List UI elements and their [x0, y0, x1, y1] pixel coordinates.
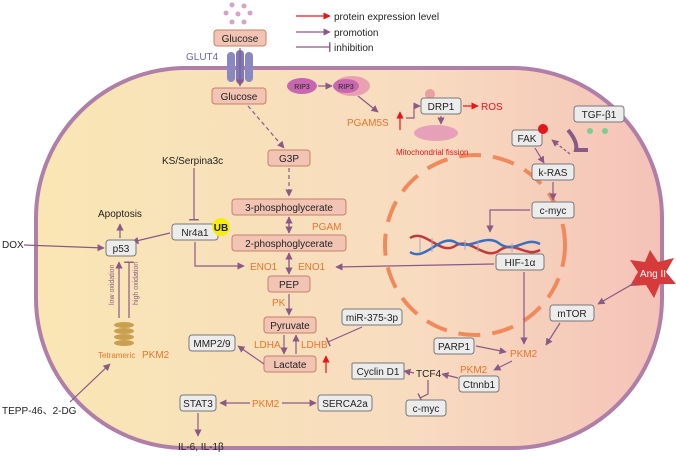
pep-label: PEP	[279, 280, 299, 291]
ubiquitin-badge	[212, 218, 230, 236]
tepp-46-2dg-label: TEPP-46、2-DG	[2, 406, 77, 417]
mitochondrial-fission-label: Mitochondrial fission	[396, 148, 468, 157]
ks-serpina3c-label: KS/Serpina3c	[162, 156, 223, 167]
glut4-label: GLUT4	[186, 52, 219, 63]
lactate-label: Lactate	[274, 360, 307, 371]
legend-protein-expression: protein expression level	[334, 12, 439, 23]
pkm2-bottom-label: PKM2	[252, 399, 280, 410]
ldha-label: LDHA	[254, 340, 281, 351]
rip3-a-node	[287, 78, 317, 94]
nr4a1-label: Nr4a1	[181, 228, 209, 239]
ldhb-label: LDHB	[301, 340, 328, 351]
eno1-right-label: ENO1	[298, 262, 326, 273]
low-oxidation-label: low oxidation	[109, 264, 116, 305]
dox-label: DOX	[2, 240, 24, 251]
pkm2-tetrameric-label: PKM2	[142, 350, 170, 361]
pgam5s-label: PGAM5S	[347, 118, 389, 129]
pgam-label: PGAM	[312, 222, 341, 233]
legend-promotion: promotion	[334, 28, 378, 39]
tcf4-label: TCF4	[416, 369, 441, 380]
pkm2-mid-label: PKM2	[460, 365, 488, 376]
eno1-left-label: ENO1	[250, 262, 278, 273]
pyruvate-label: Pyruvate	[270, 321, 310, 332]
c-myc-bottom-label: c-myc	[413, 404, 440, 415]
3-phosphoglycerate-label: 3-phosphoglycerate	[245, 203, 333, 214]
rip3-a-label: RIP3	[294, 84, 310, 91]
fak-phospho-dot	[538, 124, 548, 134]
pk-label: PK	[272, 298, 286, 309]
tetrameric-pkm2-icon	[114, 322, 134, 346]
tetrameric-label: Tetrameric	[98, 351, 135, 360]
fission-mitochondrion-icon	[414, 125, 458, 141]
ctnnb1-label: Ctnnb1	[463, 380, 496, 391]
mtor-label: mTOR	[557, 309, 586, 320]
parp1-label: PARP1	[438, 342, 470, 353]
apoptosis-label: Apoptosis	[98, 209, 142, 220]
ang-ii-star-icon	[630, 250, 676, 298]
serca2a-label: SERCA2a	[322, 399, 368, 410]
glucose-outside-label: Glucose	[222, 34, 259, 45]
ang-ii-label: Ang II	[640, 269, 666, 280]
legend: protein expression level promotion inhib…	[296, 12, 439, 54]
2-phosphoglycerate-label: 2-phosphoglycerate	[245, 239, 333, 250]
mir-375-3p-label: miR-375-3p	[346, 313, 399, 324]
drp1-label: DRP1	[428, 102, 455, 113]
cyclin-d1-label: Cyclin D1	[357, 367, 400, 378]
ub-label: UB	[214, 223, 228, 234]
pkm2-right-label: PKM2	[510, 349, 538, 360]
mmp2-9-label: MMP2/9	[193, 339, 231, 350]
stat3-label: STAT3	[183, 399, 213, 410]
g3p-label: G3P	[279, 154, 299, 165]
tgf-b1-label: TGF-β1	[582, 110, 617, 121]
hif-1a-label: HIF-1α	[505, 258, 536, 269]
rip3-b-label: RIP3	[338, 84, 354, 91]
fak-label: FAK	[518, 134, 537, 145]
k-ras-label: k-RAS	[539, 168, 568, 179]
il6-il1b-label: IL-6, IL-1β	[178, 442, 224, 453]
glucose-inside-label: Glucose	[221, 92, 258, 103]
nucleus-boundary	[383, 153, 567, 337]
legend-inhibition: inhibition	[334, 43, 373, 54]
rip3-b-node	[333, 79, 359, 93]
ros-label: ROS	[481, 102, 503, 113]
c-myc-top-label: c-myc	[540, 206, 567, 217]
high-oxidation-label: high oxidation	[133, 262, 140, 305]
glucose-molecules-icon	[223, 2, 253, 25]
tgf-receptor-icon	[566, 128, 588, 152]
dna-helix-icon	[409, 234, 541, 256]
p53-label: p53	[113, 244, 130, 255]
